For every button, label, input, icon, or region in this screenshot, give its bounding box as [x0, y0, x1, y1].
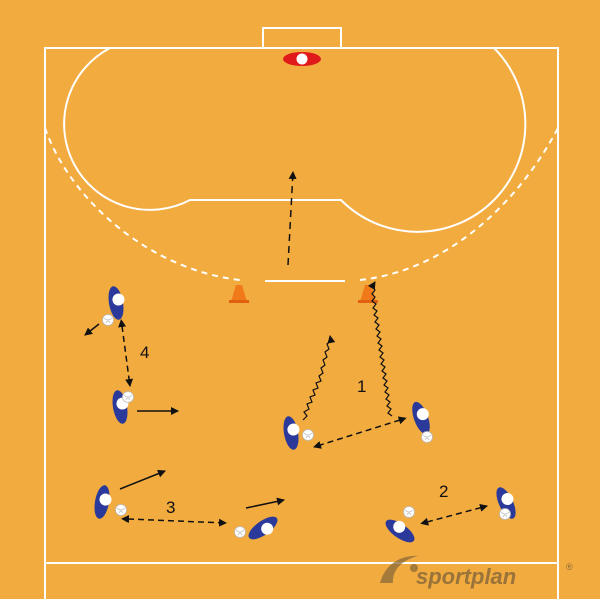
goal-area-line	[63, 47, 527, 233]
player-icon	[92, 484, 114, 521]
ball-icon	[403, 506, 415, 518]
dribble-arrow	[302, 335, 336, 421]
court-lines	[44, 27, 559, 599]
ball-icon	[421, 431, 433, 443]
ball-icon	[102, 314, 114, 326]
ball-icon	[234, 526, 246, 538]
pass-arrow	[313, 416, 407, 449]
brand-name: sportplan	[416, 564, 516, 589]
pass-arrow	[420, 503, 488, 526]
ball-icon	[302, 429, 314, 441]
sportplan-logo: sportplan ®	[380, 555, 573, 589]
station-label: 4	[140, 343, 149, 362]
logo-dot-icon	[410, 564, 418, 572]
run-arrow	[119, 469, 166, 490]
station-label: 1	[357, 377, 366, 396]
run-arrow	[245, 497, 285, 509]
player-icon	[245, 512, 283, 546]
ball-icon	[122, 391, 134, 403]
ball-icon	[499, 508, 511, 520]
brand-registered: ®	[566, 562, 573, 572]
station-label: 3	[166, 498, 175, 517]
player-icon	[382, 513, 420, 547]
goal-frame	[262, 27, 342, 49]
station-3: 3	[92, 469, 285, 546]
station-4: 4	[84, 284, 179, 425]
station-2: 2	[382, 482, 522, 547]
run-arrow	[287, 171, 297, 266]
logo-swoosh-icon	[380, 555, 418, 583]
station-label: 2	[439, 482, 448, 501]
court-boundary	[44, 47, 559, 599]
cone-right-icon	[358, 285, 378, 303]
pass-arrow	[118, 319, 134, 387]
pass-arrow	[121, 515, 227, 527]
cone-left-icon	[229, 285, 249, 303]
player-icon	[281, 414, 303, 451]
station-1: 1	[281, 171, 436, 451]
player-icon	[408, 398, 436, 437]
ball-icon	[115, 504, 127, 516]
run-arrow	[84, 323, 100, 336]
goal-icon	[283, 52, 321, 66]
dribble-arrow	[367, 281, 393, 417]
free-throw-line	[44, 127, 559, 281]
